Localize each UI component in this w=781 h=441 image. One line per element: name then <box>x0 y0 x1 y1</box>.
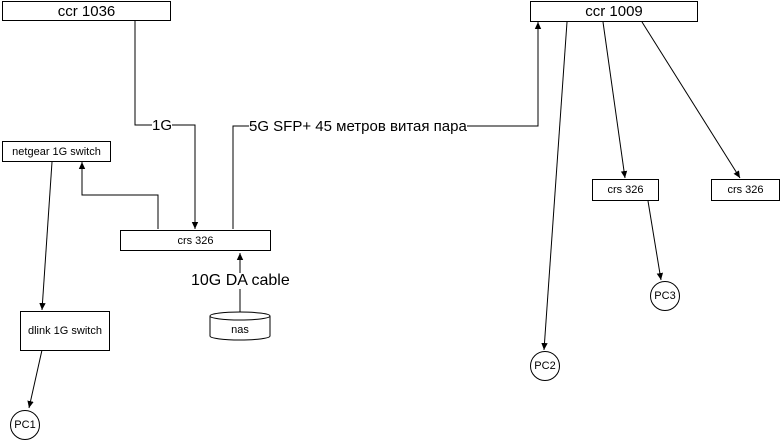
node-crs-326-right[interactable]: crs 326 <box>711 179 780 201</box>
edge-ccr1009-to-pc2 <box>541 21 568 351</box>
node-pc2[interactable]: PC2 <box>530 351 560 381</box>
node-nas-label[interactable]: nas <box>231 324 249 336</box>
node-pc1[interactable]: PC1 <box>10 410 40 440</box>
node-crs-326-main[interactable]: crs 326 <box>120 230 271 251</box>
edge-ccr1009-to-crs-mid <box>602 21 628 179</box>
edge-dlink-to-pc1 <box>27 349 43 409</box>
node-netgear-switch[interactable]: netgear 1G switch <box>2 141 111 162</box>
edge-crs-main-to-netgear <box>78 162 159 229</box>
edge-label-1g: 1G <box>152 117 173 134</box>
node-dlink-switch[interactable]: dlink 1G switch <box>20 311 110 351</box>
edge-ccr1009-to-crs-right <box>641 21 741 179</box>
node-ccr-1009[interactable]: ccr 1009 <box>530 1 698 22</box>
node-ccr-1036[interactable]: ccr 1036 <box>2 1 171 21</box>
node-pc3[interactable]: PC3 <box>650 281 680 311</box>
edge-netgear-to-dlink <box>39 161 53 311</box>
edge-label-10g-da: 10G DA cable <box>191 272 290 289</box>
node-crs-326-mid[interactable]: crs 326 <box>592 179 659 201</box>
edge-crs-mid-to-pc3 <box>647 200 664 281</box>
edge-label-5g-sfp: 5G SFP+ 45 метров витая пара <box>249 118 467 135</box>
nas-cylinder-icon <box>209 311 271 341</box>
